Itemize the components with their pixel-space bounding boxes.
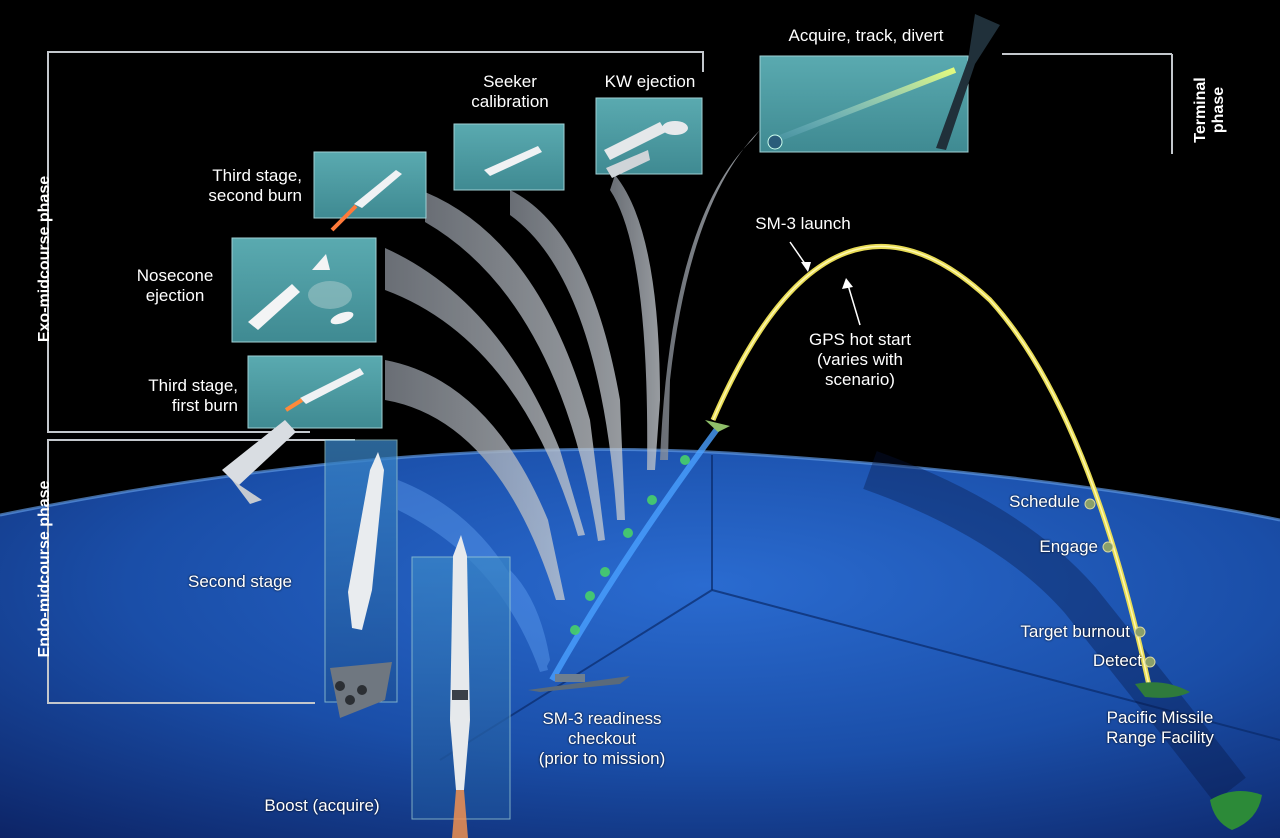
second-stage-rocket	[348, 452, 384, 630]
boost-label: Boost (acquire)	[264, 796, 380, 815]
island-corner	[1210, 791, 1262, 830]
endo-midcourse-label: Endo-midcourse phase	[36, 480, 53, 658]
acquire-label: Acquire, track, divert	[788, 26, 944, 45]
engage-label: Engage	[1039, 537, 1098, 556]
kw-ejection-label: KW ejection	[604, 72, 696, 91]
schedule-label: Schedule	[1009, 492, 1080, 511]
ship	[528, 676, 630, 692]
third-stage-first-burn-label: Third stage, first burn	[148, 376, 238, 415]
stage-panels	[231, 55, 969, 429]
endo-ribbons	[398, 480, 550, 672]
gps-hot-start-label: GPS hot start (varies with scenario)	[808, 330, 912, 389]
sm3-launch-label: SM-3 launch	[755, 214, 851, 233]
endo-bracket	[47, 439, 355, 704]
ocean	[0, 449, 1280, 838]
third-stage-second-burn-label: Third stage, second burn	[208, 166, 302, 205]
boost-rocket	[450, 535, 470, 790]
pmrf-label: Pacific Missile Range Facility	[1106, 708, 1214, 747]
terminal-phase-label: Terminal phase	[1192, 77, 1227, 143]
nosecone-ejection-label: Nosecone ejection	[136, 266, 214, 305]
target-warhead	[936, 14, 1000, 150]
second-stage-label: Second stage	[188, 572, 292, 591]
target-burnout-label: Target burnout	[1020, 622, 1130, 641]
phase-ribbons	[385, 130, 760, 600]
sm3-trajectory	[549, 423, 723, 682]
exo-midcourse-label: Exo-midcourse phase	[36, 175, 53, 343]
panel-seeker	[453, 123, 565, 191]
panel-third-second	[313, 151, 427, 219]
pmrf-island	[1135, 682, 1190, 698]
seeker-label: Seeker calibration	[471, 72, 549, 111]
readiness-checkout-label: SM-3 readiness checkout (prior to missio…	[538, 709, 666, 768]
detect-label: Detect	[1092, 651, 1142, 670]
exo-bracket	[47, 51, 704, 433]
